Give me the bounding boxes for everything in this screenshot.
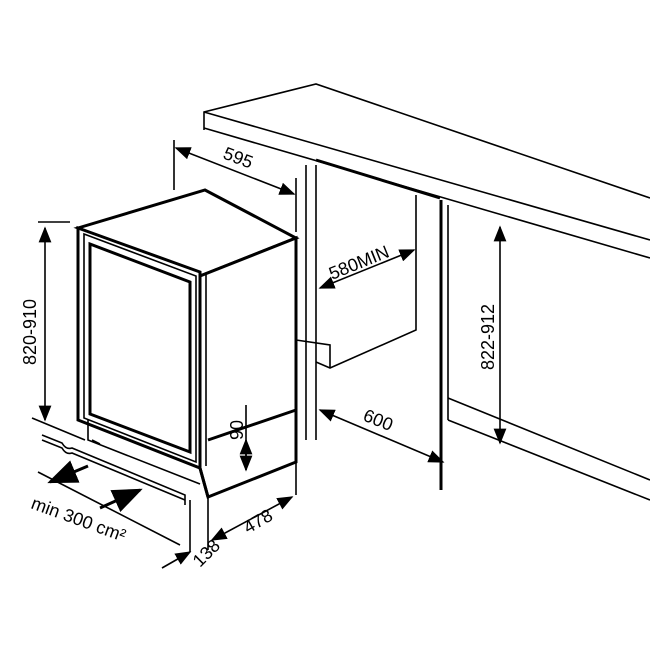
ventilation-arrows: [47, 460, 143, 513]
cabinet-height-label: 822-912: [478, 304, 498, 370]
depth-min-label: 580MIN: [326, 242, 392, 284]
plinth-label: 90: [227, 420, 247, 440]
floor-lines: [31, 417, 186, 546]
wine-cooler: [73, 188, 300, 500]
air-outlet-arrow: [99, 488, 143, 513]
cabinet-depth-label: 600: [361, 405, 396, 435]
air-inlet-arrow: [47, 460, 89, 484]
front-offset-label: 138: [189, 535, 224, 570]
height-range-label: 820-910: [20, 299, 40, 365]
cabinet: [295, 165, 650, 501]
dimension-lines: [38, 140, 507, 569]
side-depth-label: 478: [240, 505, 276, 537]
